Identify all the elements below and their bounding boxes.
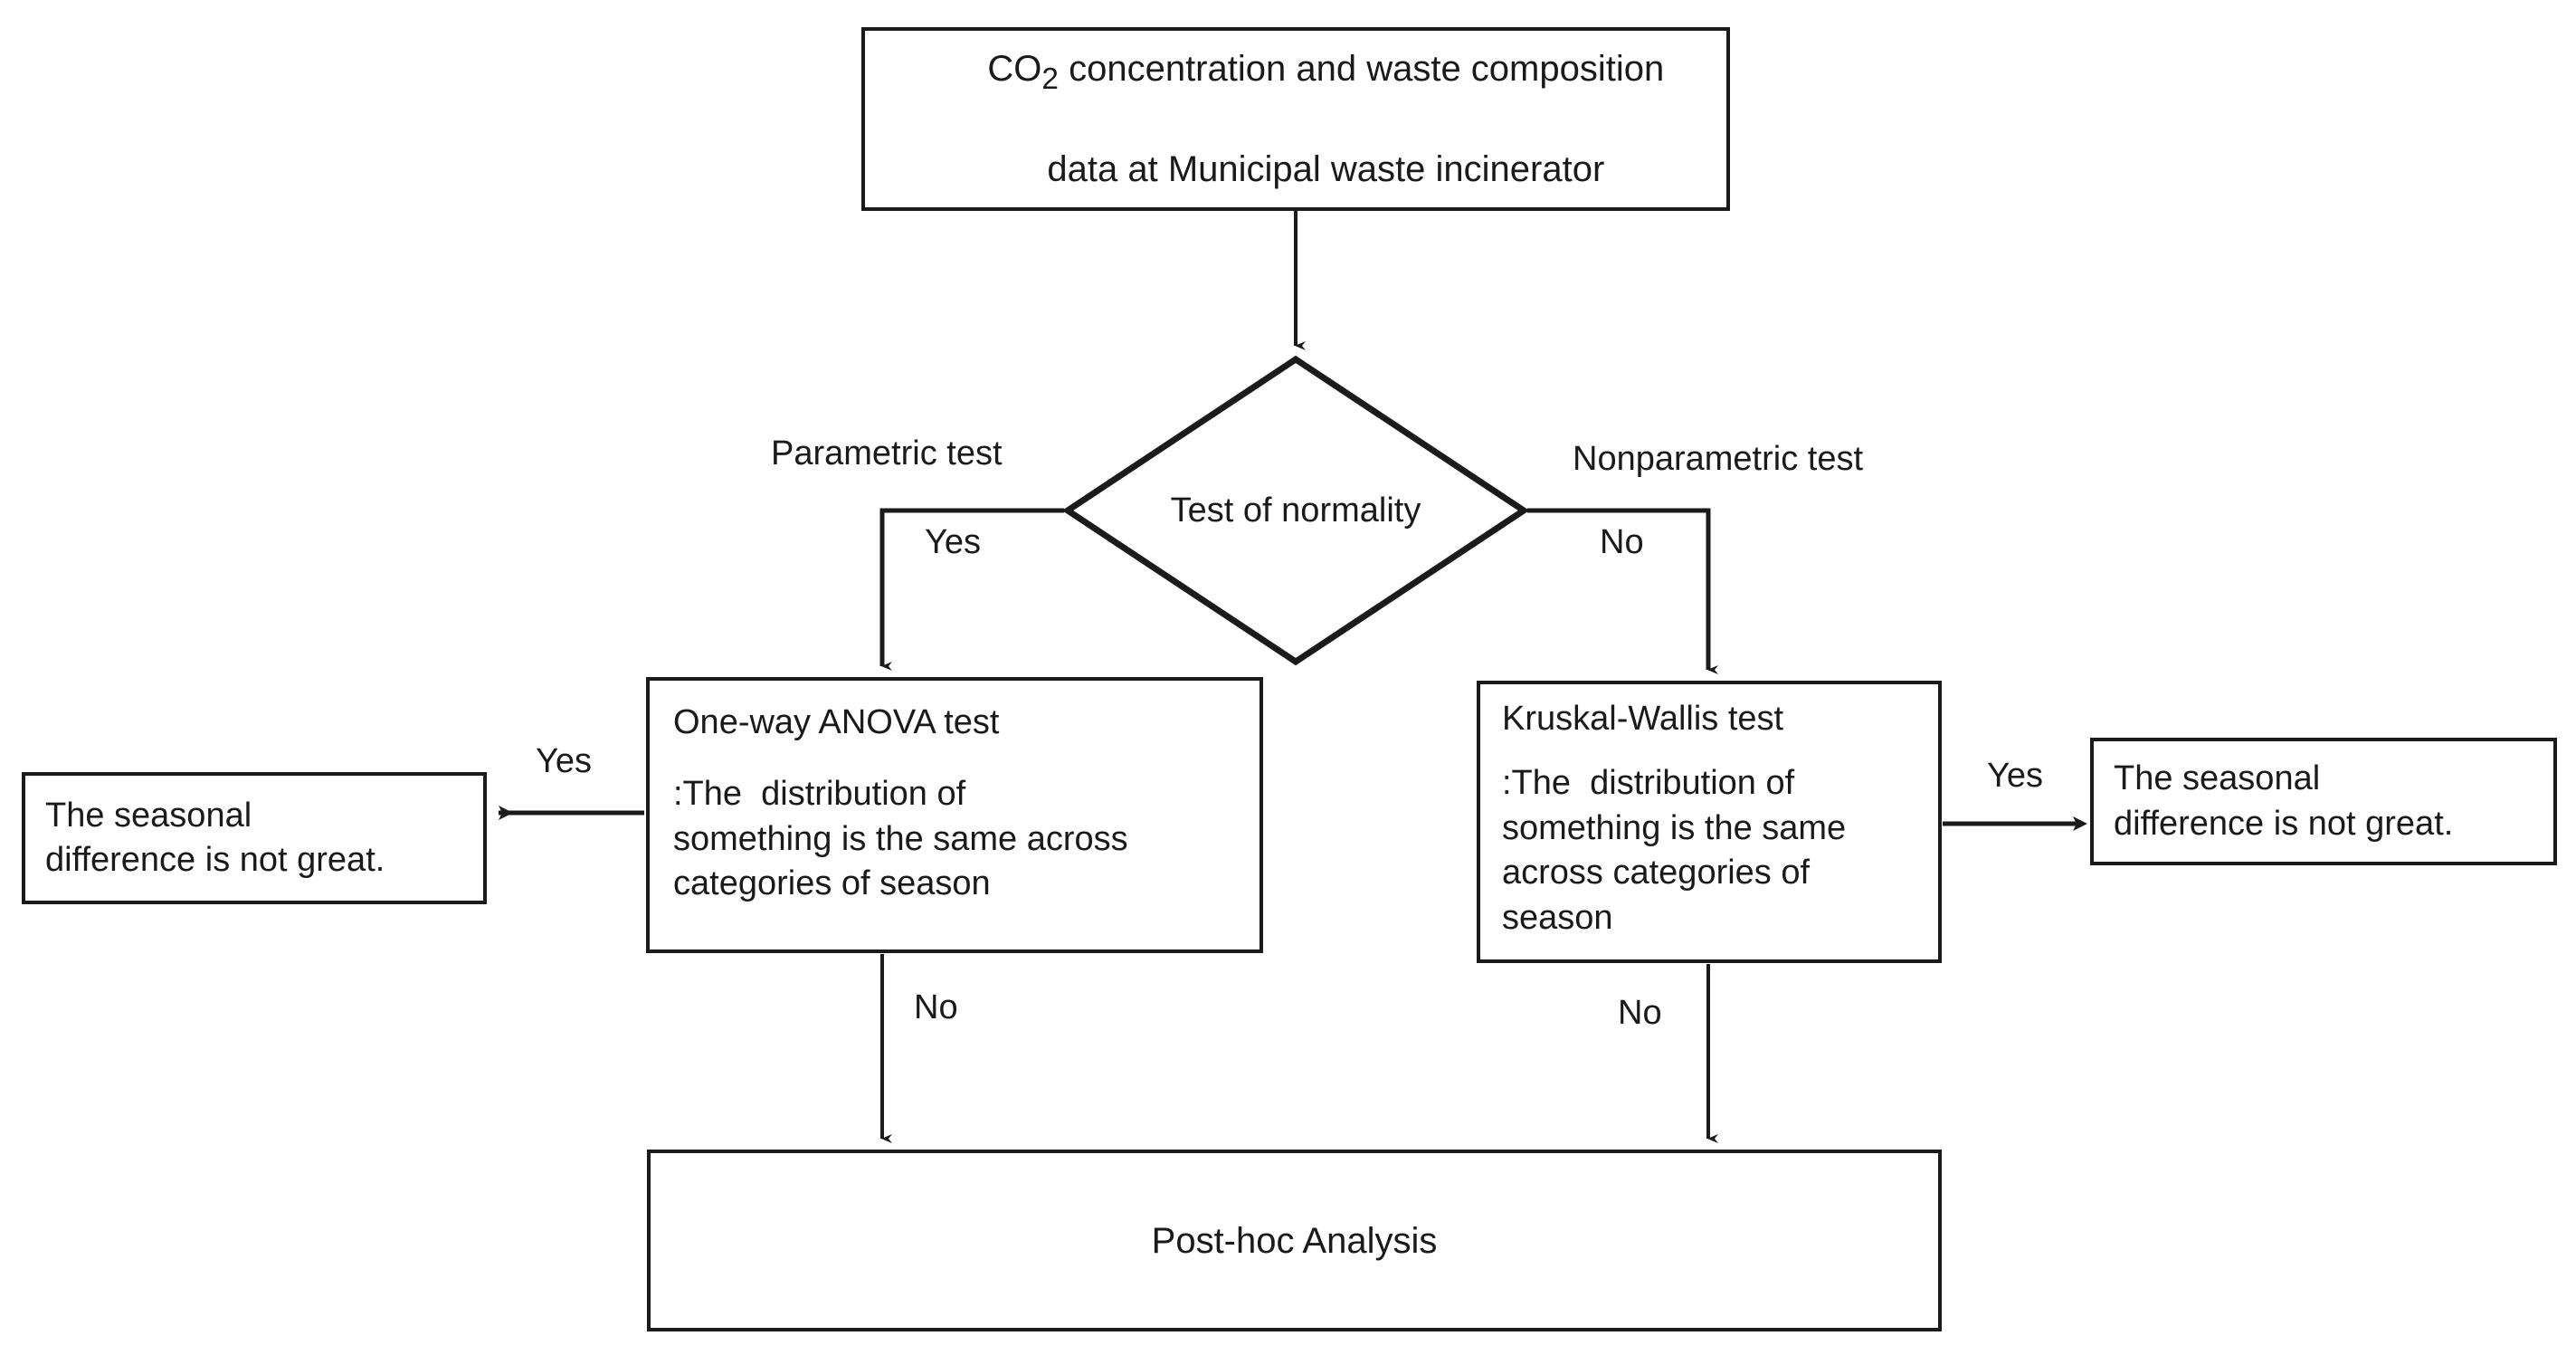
edge-label-kruskal-no: No	[1618, 994, 1662, 1032]
edge-label-decision-no: No	[1600, 523, 1644, 561]
node-kruskal-hypothesis: :The distribution of something is the sa…	[1502, 764, 1847, 937]
diamond-shape	[1064, 356, 1527, 665]
node-outcome-left[interactable]: The seasonal difference is not great.	[22, 772, 487, 904]
source-text-rest: concentration and waste composition	[1058, 48, 1665, 89]
source-text-subscript: 2	[1041, 62, 1059, 96]
node-outcome-right[interactable]: The seasonal difference is not great.	[2090, 738, 2557, 865]
edge-label-kruskal-yes: Yes	[1987, 757, 2043, 795]
edge-label-anova-yes: Yes	[536, 742, 592, 780]
source-text-line2: data at Municipal waste incinerator	[1047, 149, 1605, 190]
edge-label-decision-yes: Yes	[925, 523, 981, 561]
node-outcome-left-label: The seasonal difference is not great.	[45, 796, 385, 879]
node-source-data[interactable]: CO2 concentration and waste composition …	[861, 27, 1730, 211]
edge-label-anova-no: No	[914, 988, 958, 1026]
node-kruskal-wallis-test[interactable]: Kruskal-Wallis test :The distribution of…	[1477, 681, 1942, 963]
node-outcome-right-label: The seasonal difference is not great.	[2114, 759, 2454, 843]
node-anova-hypothesis: :The distribution of something is the sa…	[673, 775, 1128, 903]
edge-label-parametric-test: Parametric test	[771, 434, 1003, 472]
node-posthoc-analysis[interactable]: Post-hoc Analysis	[647, 1150, 1942, 1331]
node-source-label: CO2 concentration and waste composition …	[904, 0, 1688, 240]
edge-label-nonparametric-test: Nonparametric test	[1573, 440, 1864, 478]
node-decision-normality[interactable]: Test of normality	[1064, 356, 1527, 665]
source-text-co: CO	[987, 48, 1042, 89]
node-posthoc-label: Post-hoc Analysis	[1151, 1220, 1438, 1261]
node-kruskal-heading: Kruskal-Wallis test	[1502, 700, 1784, 738]
node-anova-test[interactable]: One-way ANOVA test :The distribution of …	[646, 677, 1263, 953]
node-anova-heading: One-way ANOVA test	[673, 703, 1000, 741]
